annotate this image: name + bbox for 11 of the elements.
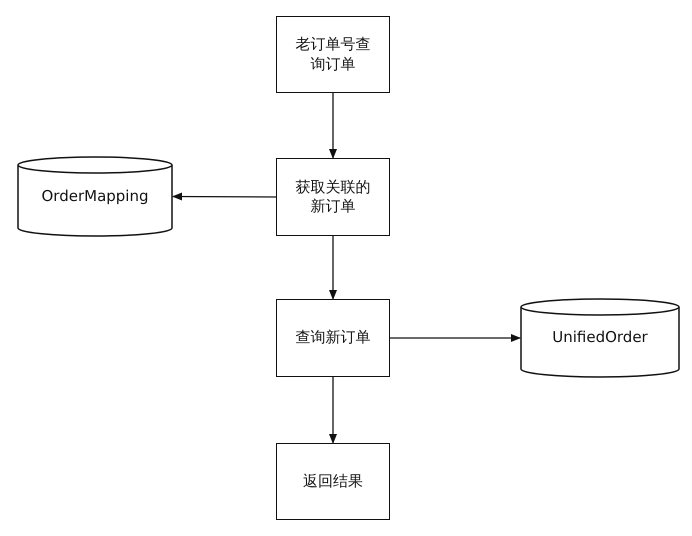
arrow (390, 334, 521, 342)
process-box: 查询新订单 (276, 299, 390, 377)
database-cylinder: UnifiedOrder (520, 299, 680, 377)
process-box: 老订单号查询订单 (276, 16, 390, 93)
arrow (329, 377, 337, 444)
arrow (172, 192, 276, 201)
arrow (329, 93, 337, 159)
database-cylinder: OrderMapping (17, 157, 173, 236)
arrow (329, 236, 337, 300)
process-box: 返回结果 (276, 443, 390, 520)
process-box: 获取关联的新订单 (276, 158, 390, 236)
